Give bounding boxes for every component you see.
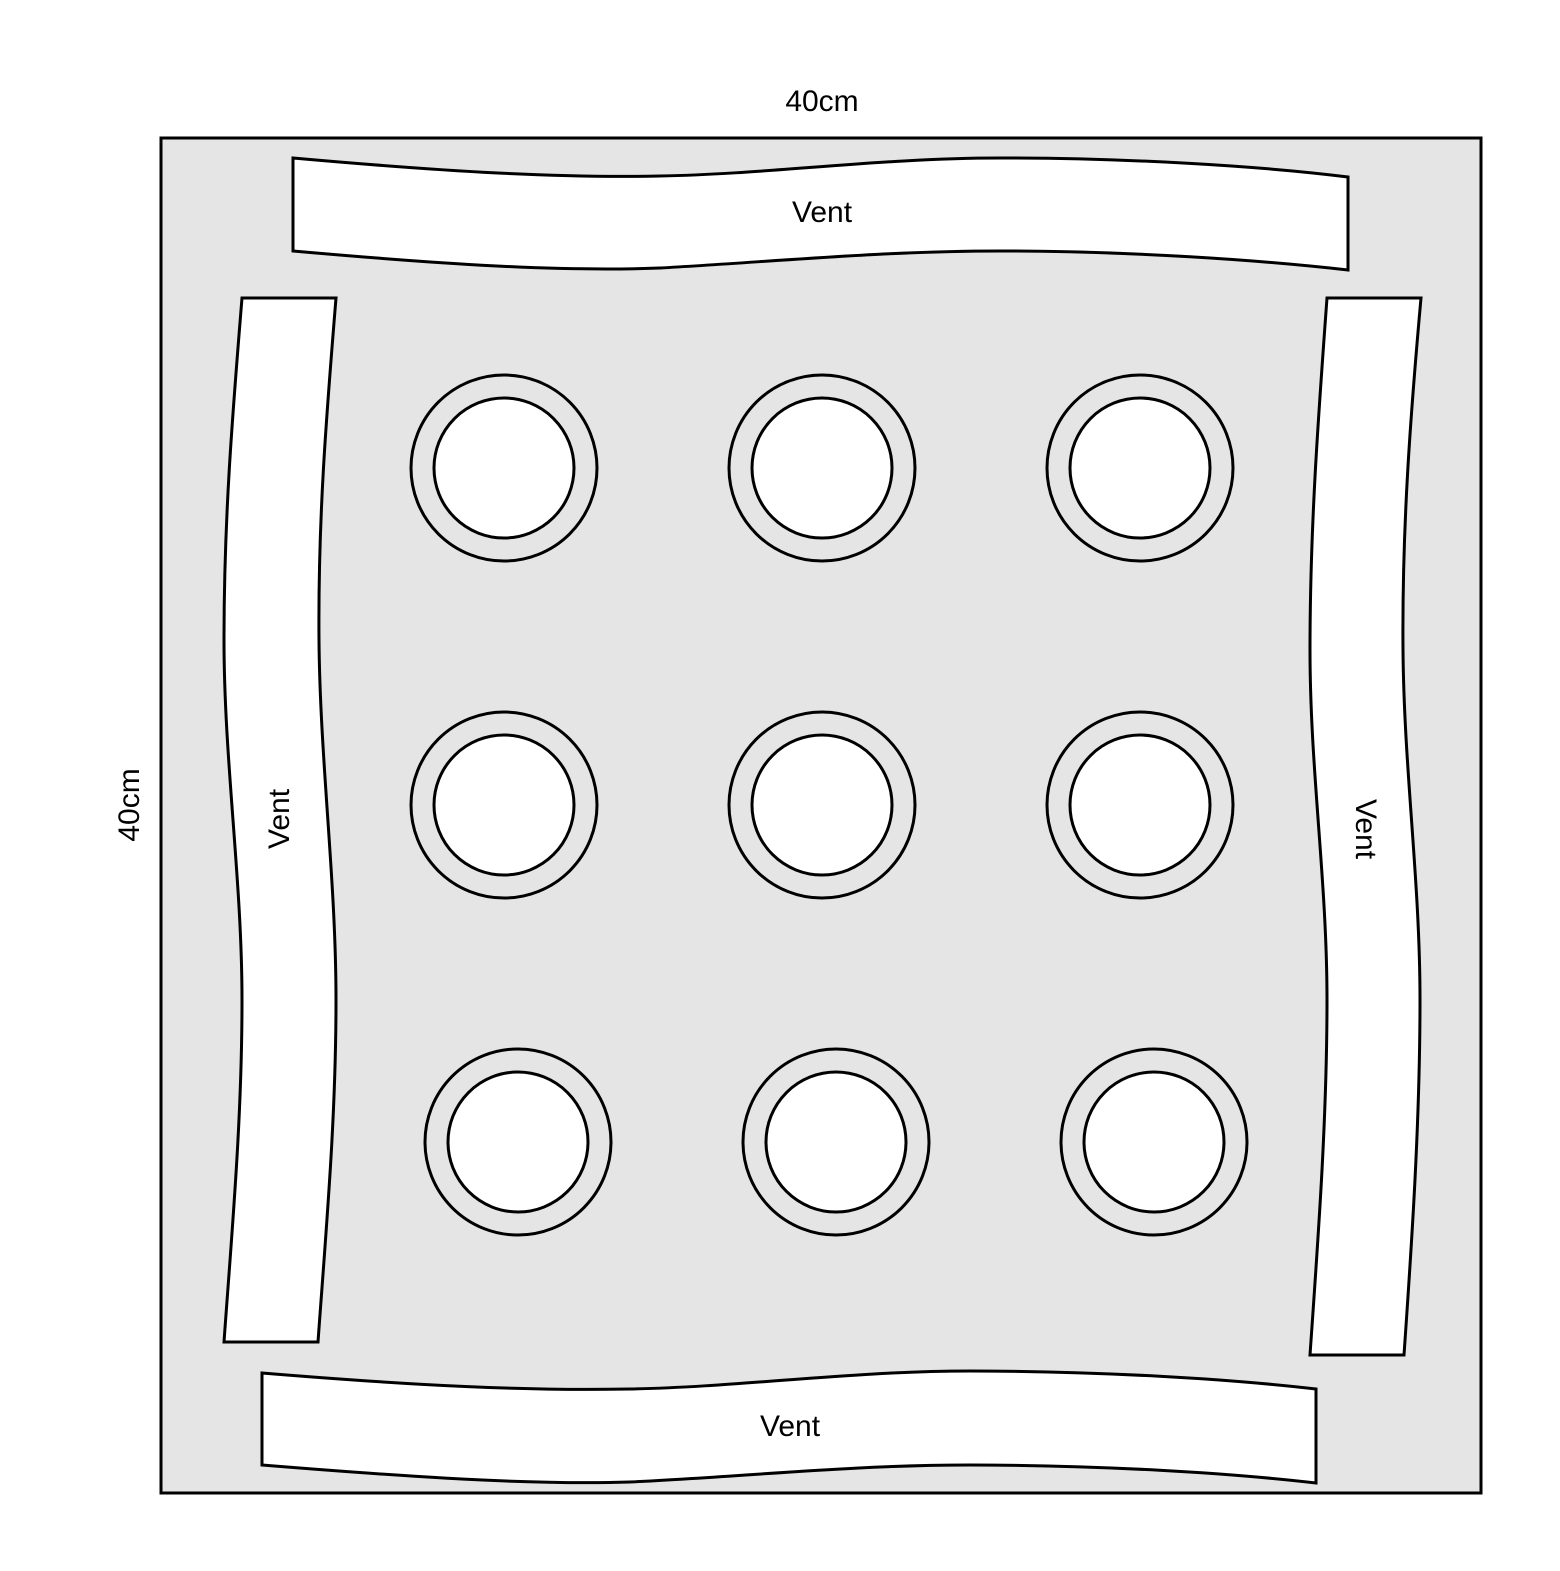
hole-inner-cutout [764,1070,908,1214]
hole-r2-c3 [1045,710,1235,900]
hole-inner-cutout [750,733,894,877]
vent-left-label: Vent [263,788,296,849]
hole-inner-cutout [1082,1070,1226,1214]
hole-r2-c2 [727,710,917,900]
hole-r2-c1 [409,710,599,900]
hole-r3-c2 [741,1047,931,1237]
vent-top-label: Vent [792,196,853,229]
hole-inner-cutout [446,1070,590,1214]
hole-r1-c1 [409,373,599,563]
hole-inner-cutout [1068,733,1212,877]
hole-inner-cutout [750,396,894,540]
width-dimension-label: 40cm [785,85,858,118]
hole-r1-c3 [1045,373,1235,563]
hole-inner-cutout [432,396,576,540]
vent-right-label: Vent [1349,799,1382,860]
hole-inner-cutout [1068,396,1212,540]
hole-r3-c3 [1059,1047,1249,1237]
vent-bottom [260,1369,1318,1485]
hole-inner-cutout [432,733,576,877]
vent-left [222,296,338,1344]
vent-right [1308,296,1423,1357]
vent-bottom-label: Vent [760,1410,821,1443]
height-dimension-label: 40cm [113,768,146,841]
vent-top [291,156,1350,272]
hole-r3-c1 [423,1047,613,1237]
hole-r1-c2 [727,373,917,563]
holes-grid [409,373,1249,1237]
